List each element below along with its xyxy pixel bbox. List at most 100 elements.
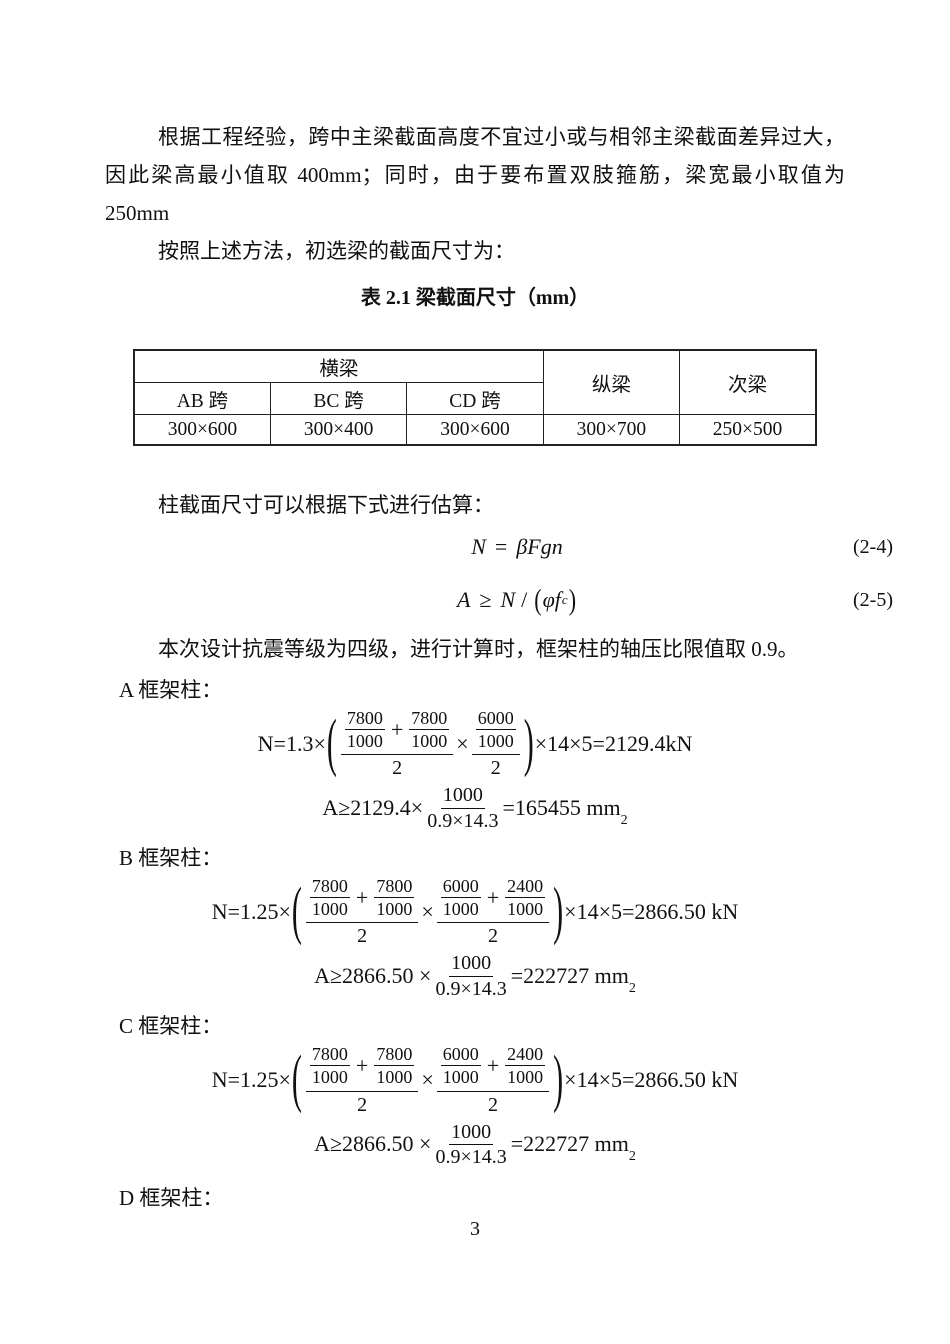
numerator: 7800 bbox=[374, 1044, 415, 1067]
denominator: 1000 bbox=[507, 1067, 544, 1088]
numerator: 7800 bbox=[409, 708, 450, 731]
denominator: 0.9×14.3 bbox=[435, 977, 507, 1000]
numerator: 2400 bbox=[505, 1044, 546, 1067]
left-paren: ( bbox=[291, 1043, 302, 1115]
formula-term: =165455 mm bbox=[502, 795, 621, 821]
numerator: 1000 bbox=[449, 1121, 494, 1145]
right-paren: ) bbox=[553, 875, 564, 947]
label-frame-column-c: C 框架柱： bbox=[119, 1014, 223, 1039]
table-header-longitudinal-beam: 纵梁 bbox=[542, 349, 681, 415]
denominator: 1000 bbox=[442, 1067, 479, 1088]
beam-size-table: 横梁 纵梁 次梁 AB 跨 BC 跨 CD 跨 300×600 300×400 … bbox=[133, 349, 817, 446]
formula-term: N=1.25× bbox=[211, 899, 291, 925]
numerator: 7800 bbox=[344, 708, 385, 731]
denominator: 1000 bbox=[411, 731, 448, 752]
subscript-c: c bbox=[561, 592, 568, 607]
numerator: 7800 bbox=[309, 876, 350, 899]
denominator: 1000 bbox=[442, 899, 479, 920]
table-header-crossbeam: 横梁 bbox=[133, 349, 544, 383]
geq-sign: ≥ bbox=[479, 587, 492, 612]
formula-term: ×14×5=2866.50 kN bbox=[564, 899, 739, 925]
numerator: 2400 bbox=[505, 876, 546, 899]
numerator: 7800 bbox=[374, 876, 415, 899]
numerator: 7800 bbox=[309, 1044, 350, 1067]
table-row: 横梁 纵梁 次梁 bbox=[133, 349, 817, 415]
paragraph-column-estimate: 柱截面尺寸可以根据下式进行估算： bbox=[158, 493, 494, 517]
formula-term: A bbox=[456, 587, 471, 612]
label-frame-column-b: B 框架柱： bbox=[119, 846, 223, 871]
plus-sign: + bbox=[355, 884, 369, 910]
plus-sign: + bbox=[486, 1052, 500, 1078]
label-frame-column-d: D 框架柱： bbox=[119, 1186, 224, 1211]
subscript-2: 2 bbox=[628, 1149, 636, 1165]
denominator: 1000 bbox=[376, 899, 413, 920]
plus-sign: + bbox=[355, 1052, 369, 1078]
numerator: 6000 bbox=[440, 1044, 481, 1067]
denominator: 1000 bbox=[311, 1067, 348, 1088]
table-cell: 250×500 bbox=[679, 414, 817, 446]
times-sign: × bbox=[456, 731, 469, 757]
formula-term: βFgn bbox=[516, 534, 563, 559]
formula-term: A≥2129.4× bbox=[322, 795, 424, 821]
numerator: 6000 bbox=[440, 876, 481, 899]
plus-sign: + bbox=[390, 716, 404, 742]
table-header-span-bc: BC 跨 bbox=[269, 382, 408, 415]
table-cell: 300×600 bbox=[133, 414, 271, 446]
formula-term: ×14×5=2129.4kN bbox=[534, 731, 693, 757]
denominator: 2 bbox=[392, 757, 403, 780]
formula-term: N=1.25× bbox=[211, 1067, 291, 1093]
formula-term: =222727 mm bbox=[510, 1131, 629, 1157]
table-header-span-ab: AB 跨 bbox=[133, 382, 271, 415]
formula-term: ×14×5=2866.50 kN bbox=[564, 1067, 739, 1093]
numerator: 6000 bbox=[475, 708, 516, 731]
denominator: 2 bbox=[357, 925, 368, 948]
equation-2-4: N=βFgn (2-4) bbox=[105, 532, 893, 562]
page-number: 3 bbox=[470, 1218, 480, 1240]
denominator: 0.9×14.3 bbox=[435, 1145, 507, 1168]
left-paren: ( bbox=[291, 875, 302, 947]
formula-term: =222727 mm bbox=[510, 963, 629, 989]
formula-axial-force: N=βFgn bbox=[471, 534, 563, 560]
paragraph-beam-rules: 根据工程经验，跨中主梁截面高度不宜过小或与相邻主梁截面差异过大，因此梁高最小值取… bbox=[105, 125, 845, 225]
formula-term: φf bbox=[542, 587, 561, 612]
denominator: 2 bbox=[487, 1093, 498, 1116]
denominator: 1000 bbox=[311, 899, 348, 920]
table-row: AB 跨 BC 跨 CD 跨 bbox=[133, 382, 816, 415]
denominator: 2 bbox=[487, 925, 498, 948]
denominator: 0.9×14.3 bbox=[427, 809, 499, 832]
numerator: 1000 bbox=[449, 952, 494, 977]
equation-number: (2-5) bbox=[853, 588, 893, 611]
right-paren: ) bbox=[523, 707, 534, 779]
formula-term: A≥2866.50 × bbox=[314, 963, 432, 989]
equation-number: (2-4) bbox=[853, 535, 893, 558]
formula-term: N bbox=[471, 534, 486, 559]
table-header-secondary-beam: 次梁 bbox=[679, 349, 817, 415]
right-paren: ) bbox=[568, 582, 577, 617]
table-cell: 300×700 bbox=[542, 414, 681, 446]
formula-term: N bbox=[500, 587, 516, 612]
right-paren: ) bbox=[553, 1043, 564, 1115]
numerator: 1000 bbox=[440, 784, 485, 809]
subscript-2: 2 bbox=[628, 981, 636, 997]
table-caption: 表 2.1 梁截面尺寸（mm） bbox=[360, 287, 590, 309]
denominator: 1000 bbox=[507, 899, 544, 920]
subscript-2: 2 bbox=[620, 813, 628, 829]
